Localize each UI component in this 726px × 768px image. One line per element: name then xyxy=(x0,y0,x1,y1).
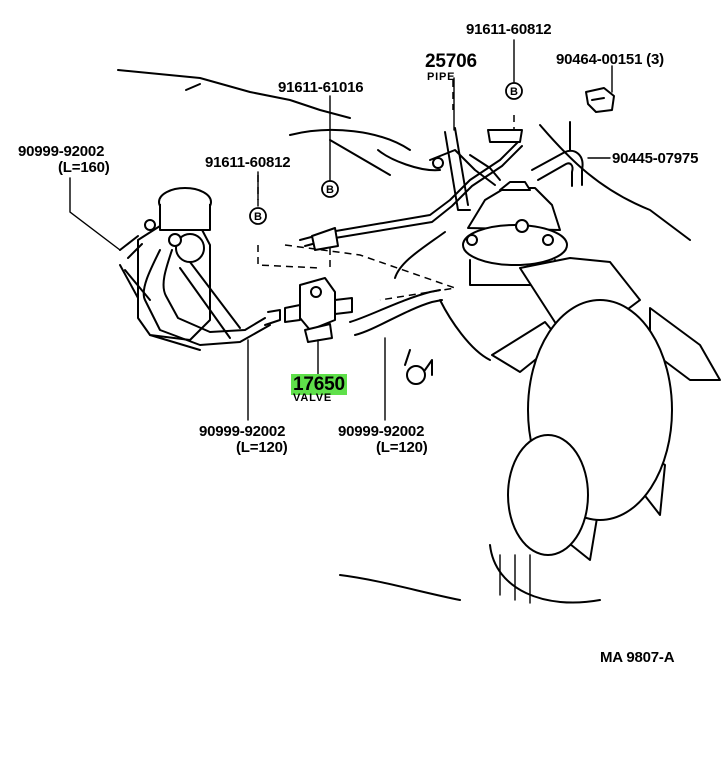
bolt-callout-center: B xyxy=(321,180,339,198)
diagram-code: MA 9807-A xyxy=(600,649,675,666)
small-hose-and-clamps xyxy=(531,87,615,187)
svg-text:B: B xyxy=(510,86,518,98)
part-label-90445-07975: 90445-07975 xyxy=(612,150,699,167)
vacuum-switching-valve xyxy=(284,277,353,343)
hoses xyxy=(119,235,443,346)
vacuum-pipe xyxy=(299,127,523,251)
part-label-90999-92002-l120-right: 90999-92002 xyxy=(338,423,425,440)
part-name-valve: VALVE xyxy=(293,392,333,404)
part-label-17650: 17650 xyxy=(291,374,347,395)
part-label-25706: 25706 xyxy=(425,51,477,72)
hose-length-l120-left: (L=120) xyxy=(236,439,288,456)
part-label-91611-60812-left: 91611-60812 xyxy=(205,154,291,171)
engine-outline xyxy=(117,69,691,601)
svg-text:B: B xyxy=(326,184,334,196)
highlighted-part-number: 17650 xyxy=(291,374,347,395)
cooling-fan xyxy=(489,257,721,604)
part-label-90999-92002-l160: 90999-92002 xyxy=(18,143,105,160)
reference-lines xyxy=(257,80,515,301)
distributor xyxy=(462,181,568,286)
hose-length-l120-right: (L=120) xyxy=(376,439,428,456)
part-label-91611-61016: 91611-61016 xyxy=(278,79,364,96)
part-name-pipe: PIPE xyxy=(427,71,456,83)
part-label-90999-92002-l120-left: 90999-92002 xyxy=(199,423,286,440)
part-label-91611-60812-top: 91611-60812 xyxy=(466,21,552,38)
vacuum-fitting xyxy=(406,359,433,385)
leader-lines xyxy=(69,39,613,421)
part-label-90464-00151: 90464-00151 (3) xyxy=(556,51,664,68)
throttle-body xyxy=(137,187,212,341)
bolt-callout-left: B xyxy=(249,207,267,225)
hose-length-l160: (L=160) xyxy=(58,159,110,176)
svg-text:B: B xyxy=(254,211,262,223)
bolt-callout-top: B xyxy=(505,82,523,100)
